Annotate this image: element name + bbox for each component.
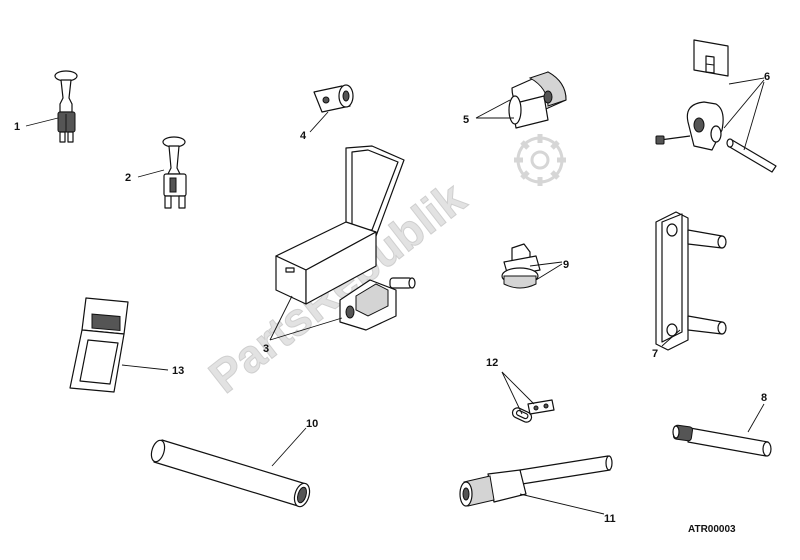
part-2-puller bbox=[162, 136, 187, 209]
callout-5: 5 bbox=[463, 114, 469, 126]
part-11-shaft-tool bbox=[459, 455, 613, 507]
part-5-split-sleeve bbox=[508, 71, 567, 129]
part-6-gauge-set bbox=[655, 39, 777, 173]
part-4-bushing bbox=[313, 84, 354, 113]
callout-8: 8 bbox=[761, 392, 767, 404]
part-1-puller bbox=[54, 70, 78, 143]
callout-2: 2 bbox=[125, 172, 131, 184]
callout-4: 4 bbox=[300, 130, 307, 142]
callout-3: 3 bbox=[263, 343, 269, 355]
callout-10: 10 bbox=[306, 418, 318, 430]
callout-13: 13 bbox=[172, 365, 184, 377]
callout-9: 9 bbox=[563, 259, 569, 271]
part-10-tube bbox=[150, 439, 311, 508]
callout-12: 12 bbox=[486, 357, 498, 369]
callout-6: 6 bbox=[764, 71, 770, 83]
part-13-tester bbox=[69, 297, 129, 393]
callout-11: 11 bbox=[604, 513, 616, 525]
watermark-gear-icon bbox=[514, 134, 566, 186]
part-8-pin-tool bbox=[672, 424, 772, 457]
callout-7: 7 bbox=[652, 348, 658, 360]
callout-1: 1 bbox=[14, 121, 20, 133]
part-3-tool-box bbox=[275, 145, 405, 305]
part-7-holder bbox=[655, 211, 727, 351]
part-9-adapter bbox=[501, 243, 541, 289]
part-3-chain-tool bbox=[339, 277, 416, 331]
part-12-chain-link bbox=[511, 399, 555, 423]
reference-code: ATR00003 bbox=[688, 524, 736, 535]
